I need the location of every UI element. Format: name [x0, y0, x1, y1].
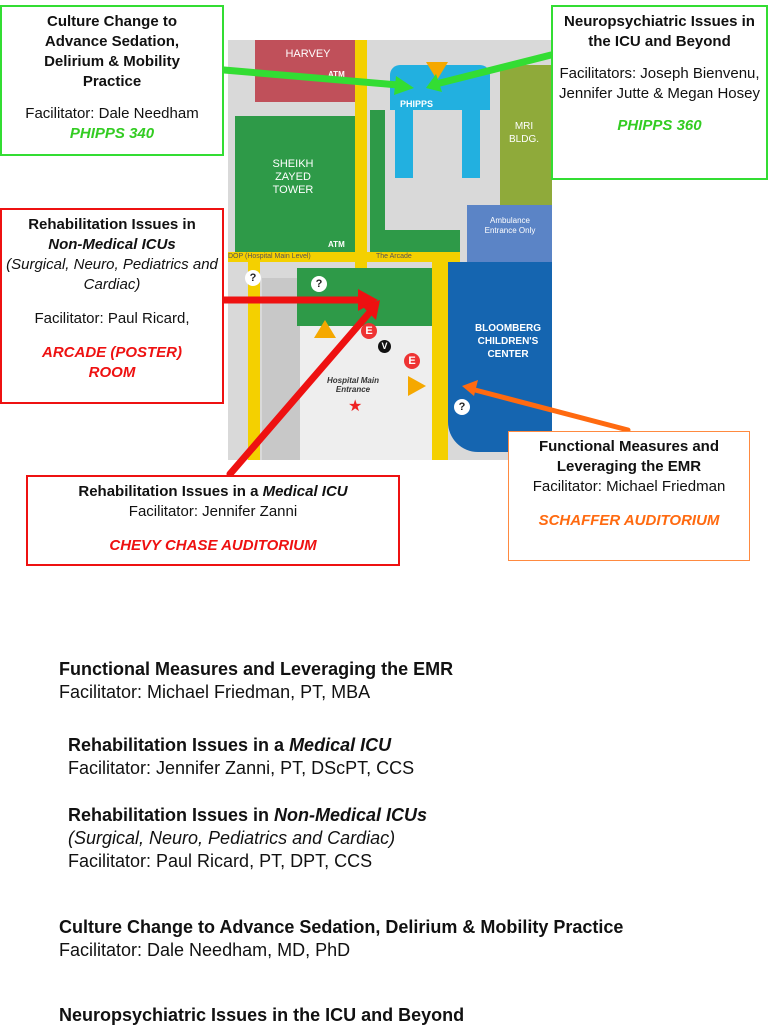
- arrow-neuro: [436, 51, 555, 87]
- road-right: [432, 262, 448, 460]
- main-level-band: [228, 252, 460, 262]
- session-facilitator: Facilitator: Dale Needham, MD, PhD: [59, 940, 351, 960]
- arcade-label: The Arcade: [376, 253, 412, 260]
- callout-title-italic: Non-Medical ICUs: [48, 236, 176, 253]
- elevator-icon: E: [361, 323, 377, 339]
- level-label: DOP (Hospital Main Level): [228, 253, 311, 260]
- arrow-culture: [220, 66, 402, 89]
- harvey-label: HARVEY: [285, 48, 331, 60]
- ambulance-entrance: [467, 205, 552, 262]
- green-strip: [370, 110, 385, 252]
- session-culture: Culture Change to Advance Sedation, Deli…: [59, 916, 623, 962]
- arrow-rehab-med: [226, 308, 374, 478]
- road-left: [248, 262, 260, 460]
- callout-facilitator: Facilitators: Joseph Bienvenu, Jennifer …: [559, 65, 760, 102]
- callout-facilitator: Facilitator: Jennifer Zanni: [128, 503, 298, 520]
- warning-triangle-icon: [314, 320, 336, 338]
- star-icon: ★: [348, 398, 363, 415]
- ambulance-label: Ambulance Entrance Only: [484, 216, 536, 235]
- atm-label: ATM: [328, 70, 345, 79]
- callout-facilitator: Facilitator: Dale Needham: [25, 105, 199, 122]
- callout-room: CHEVY CHASE AUDITORIUM: [109, 537, 317, 554]
- phipps-wing: [462, 108, 480, 178]
- arrow-head: [394, 76, 414, 95]
- callout-subtitle: (Surgical, Neuro, Pediatrics and Cardiac…: [6, 256, 218, 293]
- callout-title: Rehabilitation Issues in: [28, 216, 196, 233]
- mri-building: [500, 65, 552, 205]
- session-title: Rehabilitation Issues in a: [68, 735, 290, 755]
- session-functional: Functional Measures and Leveraging the E…: [59, 658, 453, 704]
- session-rehab-non-medical: Rehabilitation Issues in Non-Medical ICU…: [68, 804, 427, 873]
- phipps-wing: [395, 108, 413, 178]
- session-title: Culture Change to Advance Sedation, Deli…: [59, 917, 624, 937]
- bloomberg-building: [448, 262, 552, 452]
- arrow-head: [426, 74, 442, 92]
- callout-neuro: Neuropsychiatric Issues in the ICU and B…: [551, 5, 768, 180]
- callout-room: PHIPPS 360: [617, 117, 702, 134]
- callout-title-italic: Medical ICU: [262, 483, 348, 500]
- session-title-italic: Medical ICU: [289, 735, 392, 755]
- session-title: Functional Measures and Leveraging the E…: [59, 659, 454, 679]
- callout-functional: Functional Measures and Leveraging the E…: [508, 431, 750, 561]
- callout-rehab-non-medical: Rehabilitation Issues in Non-Medical ICU…: [0, 208, 224, 404]
- session-facilitator: Facilitator: Paul Ricard, PT, DPT, CCS: [68, 851, 373, 871]
- help-icon: ?: [311, 276, 327, 292]
- arrow-head: [358, 289, 378, 311]
- callout-title: Culture Change to Advance Sedation, Deli…: [44, 13, 180, 90]
- callout-facilitator: Facilitator: Michael Friedman: [532, 478, 726, 495]
- callout-room: PHIPPS 340: [69, 125, 155, 142]
- session-title: Neuropsychiatric Issues in the ICU and B…: [59, 1005, 465, 1025]
- session-subtitle: (Surgical, Neuro, Pediatrics and Cardiac…: [68, 828, 396, 848]
- sheikh-label: SHEIKH ZAYED TOWER: [272, 158, 314, 196]
- callout-title: Functional Measures and Leveraging the E…: [538, 438, 720, 475]
- arrow-functional: [472, 387, 631, 433]
- session-facilitator: Facilitator: Jennifer Zanni, PT, DScPT, …: [68, 758, 415, 778]
- callout-title: Neuropsychiatric Issues in the ICU and B…: [564, 13, 755, 50]
- warning-triangle-icon: [426, 62, 448, 80]
- session-neuro: Neuropsychiatric Issues in the ICU and B…: [59, 1004, 464, 1027]
- session-facilitator: Facilitator: Michael Friedman, PT, MBA: [59, 682, 371, 702]
- arrow-head: [362, 300, 380, 320]
- mri-label: MRI BLDG.: [508, 121, 539, 145]
- bloomberg-label: BLOOMBERG CHILDREN'S CENTER: [474, 323, 542, 360]
- main-entrance-label: Hospital Main Entrance: [326, 376, 379, 394]
- phipps-label: PHIPPS: [400, 99, 434, 109]
- help-icon: ?: [245, 270, 261, 286]
- arrow-head: [462, 380, 478, 396]
- session-title: Rehabilitation Issues in: [68, 805, 275, 825]
- sheikh-zayed-building: [235, 116, 355, 252]
- direction-triangle-icon: [408, 376, 426, 396]
- callout-rehab-medical: Rehabilitation Issues in a Medical ICU F…: [26, 475, 400, 566]
- callout-facilitator: Facilitator: Paul Ricard,: [34, 310, 190, 327]
- help-icon: ?: [454, 399, 470, 415]
- session-rehab-medical: Rehabilitation Issues in a Medical ICU F…: [68, 734, 414, 780]
- callout-room: ARCADE (POSTER) ROOM: [41, 344, 182, 381]
- elevator-icon: E: [404, 353, 420, 369]
- callout-room: SCHAFFER AUDITORIUM: [538, 512, 720, 529]
- session-title-italic: Non-Medical ICUs: [274, 805, 428, 825]
- callout-culture: Culture Change to Advance Sedation, Deli…: [0, 5, 224, 156]
- green-strip-2: [370, 230, 460, 252]
- atm-label-2: ATM: [328, 240, 345, 249]
- valet-icon: V: [378, 340, 391, 353]
- callout-title: Rehabilitation Issues in a: [78, 483, 259, 500]
